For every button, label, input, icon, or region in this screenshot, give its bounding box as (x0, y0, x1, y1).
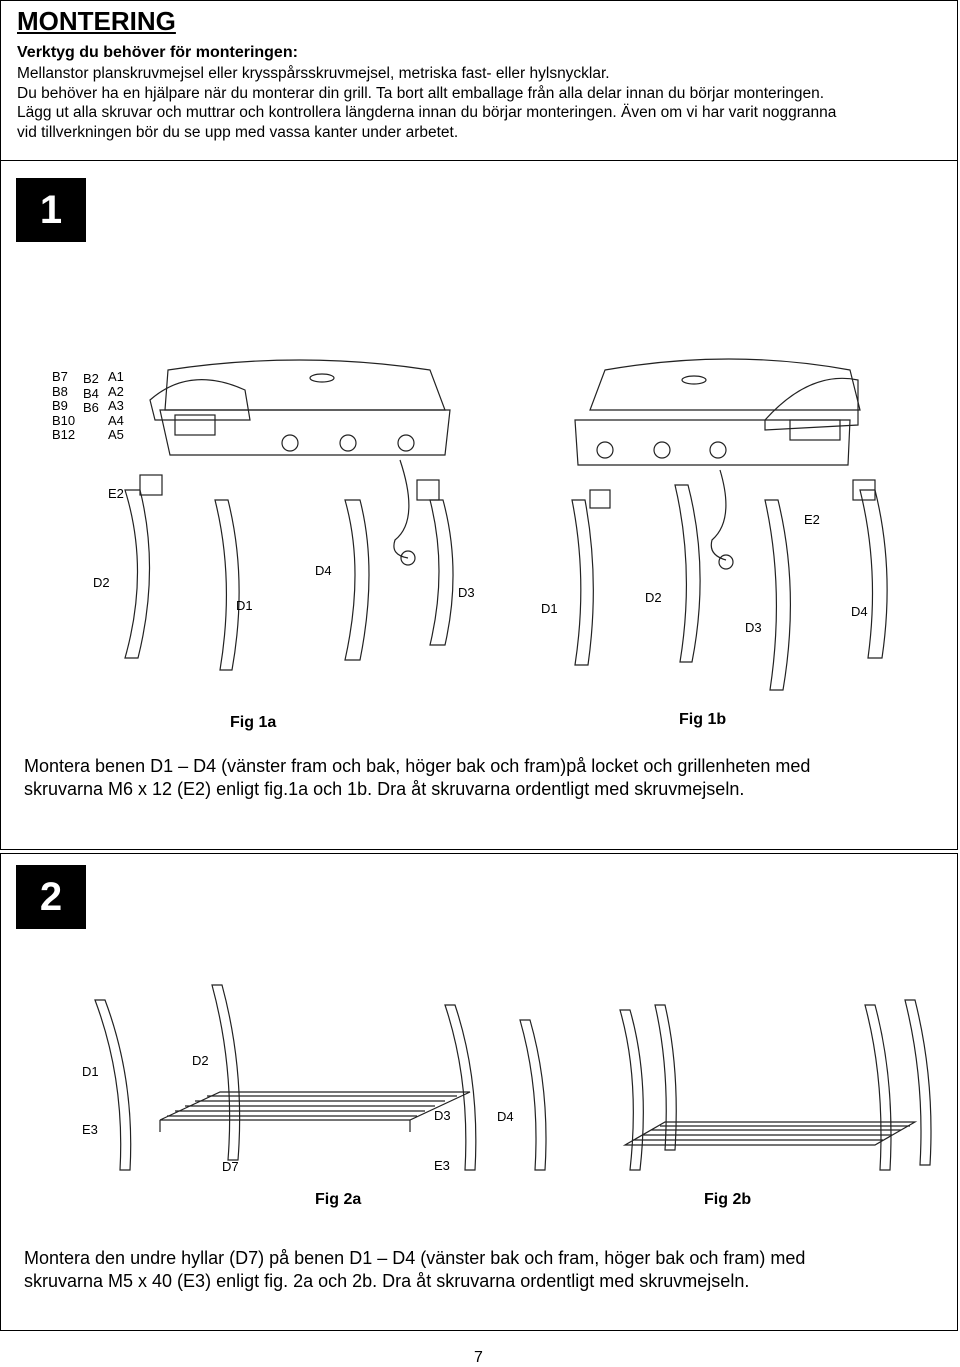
label-d4-a: D4 (315, 563, 332, 578)
regulator-b (718, 554, 734, 570)
side-shelf-a (149, 379, 251, 421)
label-d4-2a: D4 (497, 1109, 514, 1124)
label-e3-2a: E3 (82, 1122, 98, 1137)
part-label: B4 (83, 385, 99, 401)
leg-d4-b (859, 489, 888, 659)
label-d3-a: D3 (458, 585, 475, 600)
label-d7-2a: D7 (222, 1159, 239, 1174)
fig-1a-caption: Fig 1a (230, 714, 277, 731)
step-1-instructions: Montera benen D1 – D4 (vänster fram och … (24, 755, 810, 801)
part-label: B10 (52, 412, 76, 428)
label-e3-2a-right: E3 (434, 1158, 450, 1173)
grill-body-b (574, 419, 851, 466)
bracket-e2-b2 (852, 479, 876, 501)
leg-d3-b (764, 499, 792, 691)
knob-b3 (709, 441, 727, 459)
leg-d3-a (429, 499, 454, 646)
leg-d2-a (124, 489, 151, 659)
header-frame (0, 0, 958, 160)
grill-body-a (159, 409, 451, 456)
intro-text: Mellanstor planskruvmejsel eller krysspå… (17, 64, 952, 142)
part-label: A2 (108, 383, 124, 399)
leg-d4-2a (519, 1019, 547, 1171)
label-e2-b: E2 (804, 512, 820, 527)
grill-leg-assembly-illustration (124, 358, 888, 691)
leg-d1-a (214, 499, 240, 671)
intro-line: vid tillverkningen bör du se upp med vas… (17, 123, 459, 141)
instruction-line: skruvarna M5 x 40 (E3) enligt fig. 2a oc… (24, 1271, 750, 1291)
part-label: A3 (108, 398, 124, 413)
bracket-e2-a (139, 474, 163, 496)
leg-d1-2a (94, 999, 132, 1171)
label-d3-b: D3 (745, 620, 762, 635)
label-d3-2a: D3 (434, 1108, 451, 1123)
knob-b1 (596, 441, 614, 459)
part-label: B6 (83, 400, 99, 415)
regulator-a (400, 550, 416, 566)
gas-hose-a (393, 459, 410, 559)
instruction-line: Montera den undre hyllar (D7) på benen D… (24, 1248, 806, 1268)
part-label: B9 (52, 398, 68, 413)
leg-d2-2b (654, 1004, 677, 1151)
part-label: B8 (52, 383, 68, 399)
side-shelf-b (764, 377, 859, 431)
leg-d1-b (571, 499, 594, 666)
lid-handle-a (309, 373, 335, 383)
label-d2-b: D2 (645, 590, 662, 605)
step-2-panel (0, 853, 958, 1331)
label-d2-2a: D2 (192, 1053, 209, 1068)
side-panel-b (789, 419, 841, 441)
part-label: B2 (83, 371, 99, 386)
fig-2b-caption: Fig 2b (704, 1191, 752, 1208)
leg-d4-a (344, 499, 370, 661)
side-panel-a (174, 414, 216, 436)
step-2-badge: 2 (16, 865, 86, 929)
fig-1b-caption: Fig 1b (679, 711, 727, 728)
lid-handle-b (681, 375, 707, 385)
parts-column-b: B7 B8 B9 B10 B12 (52, 369, 76, 443)
instruction-line: Montera benen D1 – D4 (vänster fram och … (24, 756, 811, 776)
leg-d3-2b (864, 1004, 892, 1171)
leg-d3-2a (444, 1004, 477, 1171)
step-2-instructions: Montera den undre hyllar (D7) på benen D… (24, 1247, 805, 1293)
part-label: B7 (52, 369, 68, 384)
intro-line: Mellanstor planskruvmejsel eller krysspå… (17, 65, 610, 82)
grill-lid-b (589, 358, 861, 411)
intro-line: Lägg ut alla skruvar och muttrar och kon… (17, 104, 837, 121)
bracket-e2-b (589, 489, 611, 509)
part-label: A4 (108, 412, 124, 428)
step-1-panel (0, 160, 958, 850)
part-label: A5 (108, 427, 124, 442)
label-d1-b: D1 (541, 601, 558, 616)
knob-a1 (281, 434, 299, 452)
step-1-badge: 1 (16, 178, 86, 242)
gas-hose-b (710, 469, 727, 561)
instruction-line: skruvarna M6 x 12 (E2) enligt fig.1a och… (24, 779, 745, 799)
label-d1-a: D1 (236, 598, 253, 613)
knob-a3 (397, 434, 415, 452)
intro-line: Du behöver ha en hjälpare när du montera… (17, 84, 825, 102)
part-label: B12 (52, 427, 76, 442)
label-e2-a: E2 (108, 486, 124, 501)
leg-d2-2a (211, 984, 241, 1161)
parts-column-b2: B2 B4 B6 (83, 371, 99, 416)
label-d1-2a: D1 (82, 1064, 99, 1079)
knob-b2 (653, 441, 671, 459)
page-title: MONTERING (17, 6, 176, 36)
label-d2-a: D2 (93, 575, 110, 590)
tools-heading: Verktyg du behöver för monteringen: (17, 44, 298, 61)
knob-a2 (339, 434, 357, 452)
label-d4-b: D4 (851, 604, 868, 619)
leg-d1-2b (619, 1009, 644, 1171)
page-number: 7 (474, 1349, 483, 1366)
leg-d4-2b (904, 999, 932, 1166)
shelf-assembly-illustration (94, 984, 932, 1171)
fig-2a-caption: Fig 2a (315, 1191, 362, 1208)
leg-d2-b (674, 484, 701, 663)
parts-column-a: A1 A2 A3 A4 A5 (108, 369, 124, 443)
part-label: A1 (108, 369, 124, 384)
grill-lid-a (164, 359, 446, 411)
bracket-e2-a2 (416, 479, 440, 501)
